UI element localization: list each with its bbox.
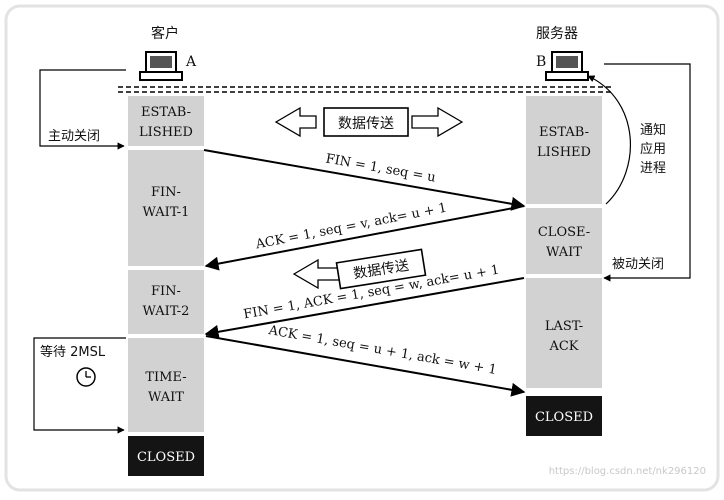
- client-state-established-line1: ESTAB-: [141, 105, 191, 120]
- client-computer-icon: [139, 51, 183, 81]
- client-state-closed-box: [128, 436, 204, 476]
- client-state-timewait-line2: WAIT: [148, 390, 184, 405]
- client-state-established-line2: LISHED: [139, 125, 193, 140]
- notify-app-arrow: [587, 75, 632, 205]
- watermark: https://blog.csdn.net/nk296120: [549, 466, 706, 477]
- notify-app-line3: 进程: [640, 161, 666, 176]
- clock-icon: [76, 367, 96, 387]
- passive-close-bracket: [603, 63, 691, 282]
- client-state-finwait2-line1: FIN-: [151, 284, 181, 299]
- server-state-closewait-line2: WAIT: [546, 245, 582, 260]
- server-state-closewait-line1: CLOSE-: [538, 225, 590, 240]
- client-state-finwait1-line1: FIN-: [151, 185, 181, 200]
- server-state-closed-label: CLOSED: [535, 410, 593, 425]
- data-transfer-label-1: 数据传送: [338, 116, 394, 132]
- server-state-lastack-line1: LAST-: [545, 319, 583, 334]
- active-close-label: 主动关闭: [48, 129, 100, 144]
- server-state-closewait-box: [526, 208, 602, 274]
- server-state-lastack-box: [526, 278, 602, 388]
- message-label-ack2: ACK = 1, seq = u + 1, ack = w + 1: [266, 323, 497, 378]
- client-state-finwait1-box: [128, 150, 204, 266]
- client-state-finwait1-line2: WAIT-1: [143, 205, 190, 220]
- server-state-established-box: [526, 96, 602, 204]
- outer-frame: [4, 4, 720, 492]
- message-arrow-fin-ack: [204, 277, 525, 339]
- message-arrow-ack1: [204, 205, 525, 271]
- server-computer-icon: [545, 51, 589, 81]
- data-transfer-double-arrow: [274, 106, 464, 138]
- active-close-bracket: [39, 69, 126, 150]
- notify-app-line1: 通知: [640, 122, 666, 138]
- data-transfer-left-arrow: [292, 248, 427, 290]
- wait-2msl-bracket: [33, 337, 126, 434]
- passive-close-label: 被动关闭: [612, 257, 664, 272]
- client-title: 客户: [151, 25, 179, 42]
- notify-app-line2: 应用: [640, 141, 666, 157]
- server-state-established-line2: LISHED: [537, 145, 591, 160]
- client-state-closed-label: CLOSED: [137, 450, 195, 465]
- server-state-established-line1: ESTAB-: [539, 125, 589, 140]
- server-title: 服务器: [536, 26, 578, 42]
- client-letter: A: [185, 54, 197, 70]
- wait-2msl-label: 等待 2MSL: [40, 344, 106, 360]
- server-letter: B: [536, 54, 546, 70]
- client-state-established-box: [128, 96, 204, 146]
- client-state-finwait2-line2: WAIT-2: [143, 304, 190, 319]
- client-state-timewait-box: [128, 338, 204, 432]
- message-arrow-ack2: [205, 335, 526, 397]
- message-arrow-fin: [203, 149, 526, 211]
- server-state-lastack-line2: ACK: [548, 339, 578, 354]
- client-state-timewait-line1: TIME-: [145, 370, 186, 385]
- client-state-finwait2-box: [128, 270, 204, 334]
- server-state-closed-box: [526, 396, 602, 436]
